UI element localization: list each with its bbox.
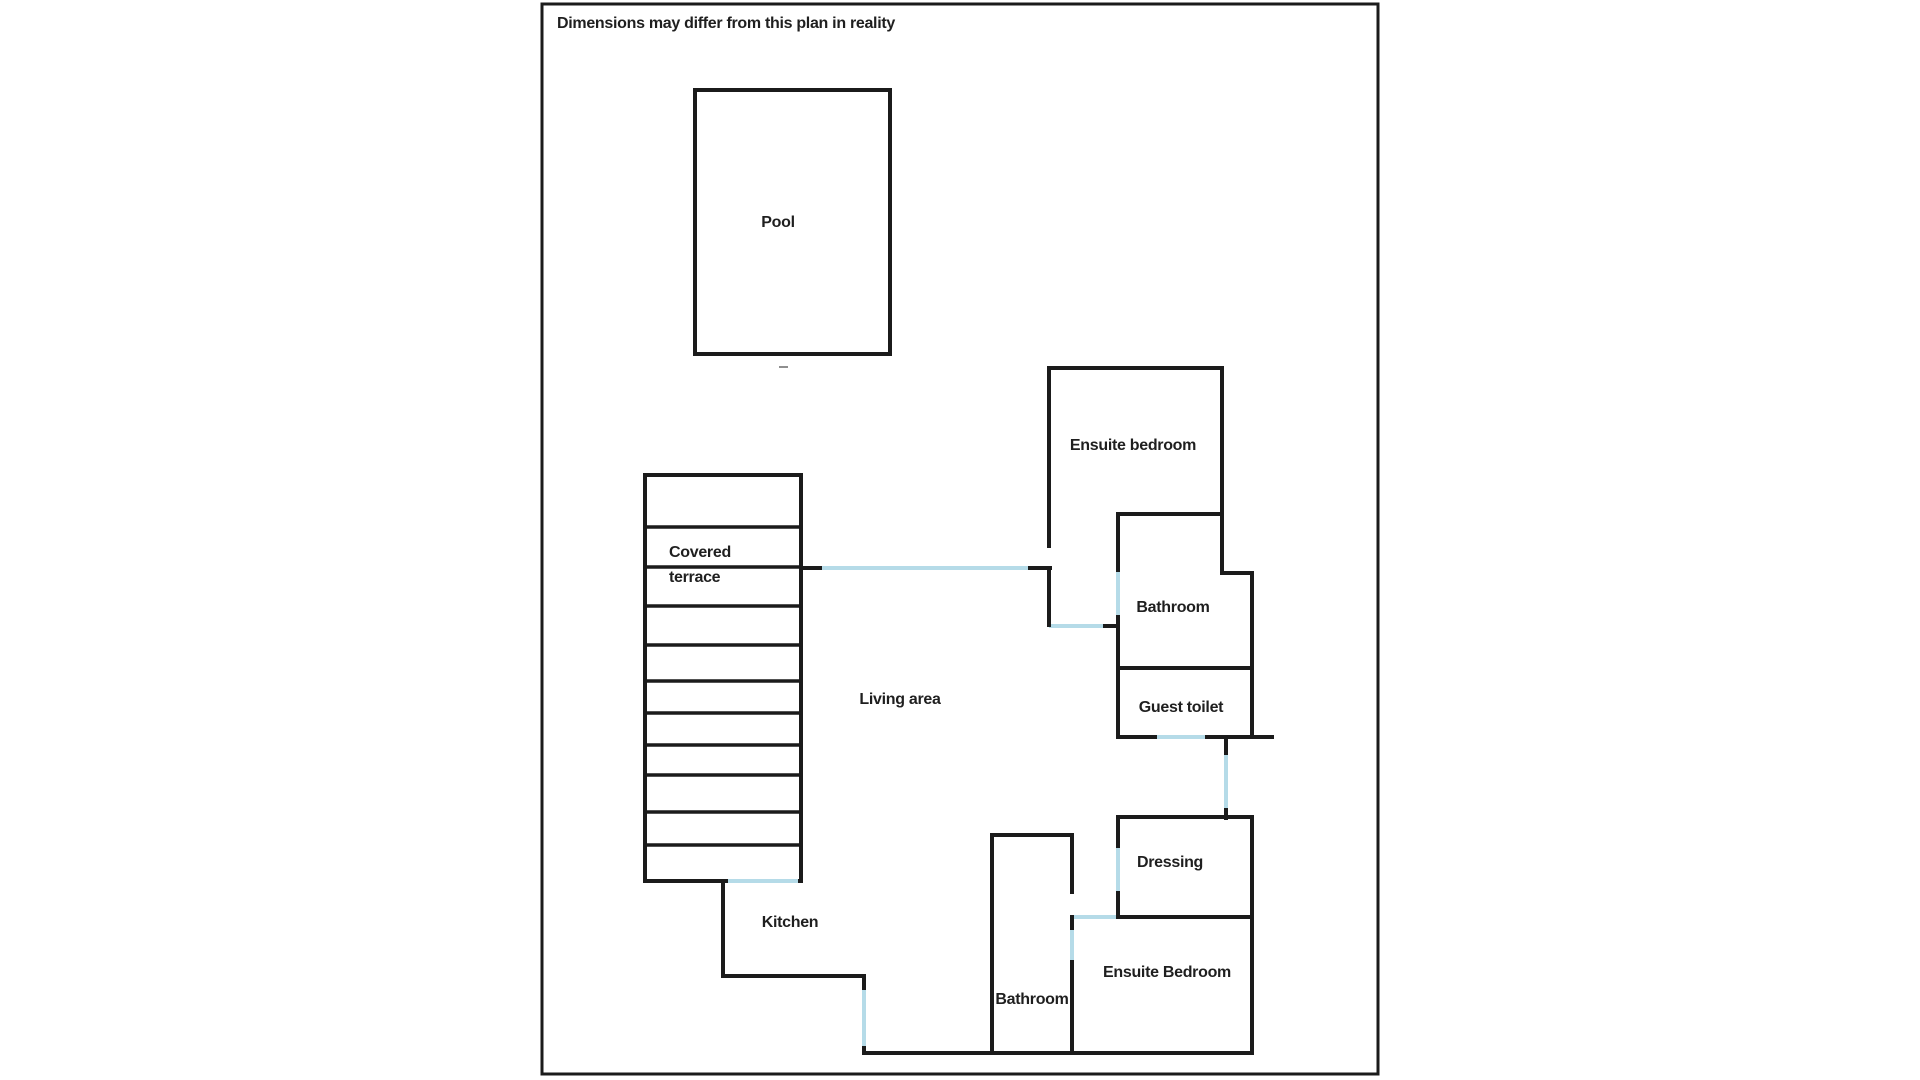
room-label-ensuite-bedroom-bottom: Ensuite Bedroom	[1103, 964, 1231, 982]
room-label-pool: Pool	[761, 214, 795, 232]
room-label-ensuite-bedroom-top: Ensuite bedroom	[1069, 437, 1197, 455]
room-label-living-area: Living area	[859, 691, 941, 709]
room-label-kitchen: Kitchen	[761, 914, 819, 932]
room-label-bathroom-bottom: Bathroom	[995, 991, 1069, 1009]
room-label-dressing: Dressing	[1136, 854, 1204, 872]
disclaimer-text: Dimensions may differ from this plan in …	[557, 15, 895, 32]
pool-outline	[693, 88, 892, 356]
room-label-covered-terrace: Covered terrace	[669, 544, 731, 586]
room-label-bathroom-top: Bathroom	[1136, 599, 1210, 617]
covered-terrace-outline	[643, 473, 803, 883]
room-label-guest-toilet: Guest toilet	[1138, 699, 1224, 717]
plan-outer-border	[540, 2, 1380, 1076]
